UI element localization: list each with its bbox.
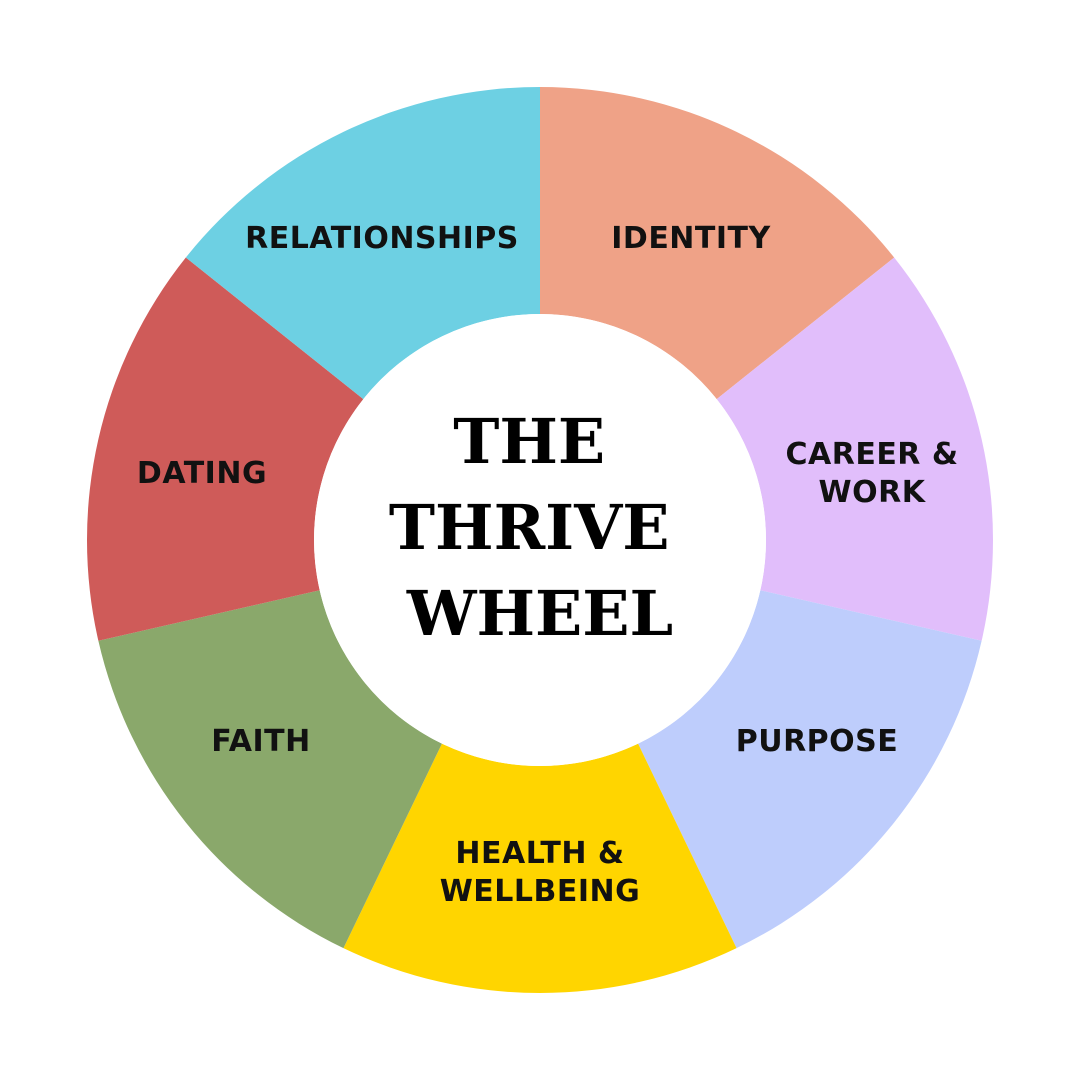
segment-dating (87, 257, 364, 641)
segment-label-line: FAITH (211, 724, 311, 759)
segment-identity (540, 87, 895, 400)
wheel-segments (87, 87, 994, 993)
segment-label-identity: IDENTITY (611, 221, 771, 256)
center-title-line-2: THRIVE (389, 491, 670, 564)
wheel-labels: IDENTITY CAREER &WORK PURPOSE HEALTH &WELLB… (137, 221, 958, 909)
segment-relationships (185, 87, 541, 400)
segment-label-dating: DATING (137, 456, 267, 491)
segment-label-line: RELATIONSHIPS (245, 221, 519, 256)
segment-label-line: WORK (819, 475, 927, 510)
wheel-center-hole (314, 314, 766, 766)
segment-label-line: WELLBEING (440, 874, 641, 909)
segment-label-relationships: RELATIONSHIPS (245, 221, 519, 256)
segment-label-line: PURPOSE (736, 724, 899, 759)
center-title-line-3: WHEEL (406, 577, 673, 650)
segment-label-line: DATING (137, 456, 267, 491)
segment-purpose (638, 590, 982, 949)
segment-label-health: HEALTH &WELLBEING (440, 836, 641, 909)
segment-label-purpose: PURPOSE (736, 724, 899, 759)
center-title: THE THRIVE WHEEL (389, 405, 691, 650)
center-title-line-1: THE (453, 405, 605, 478)
segment-label-line: IDENTITY (611, 221, 771, 256)
segment-faith (98, 590, 442, 949)
segment-label-line: HEALTH & (455, 836, 624, 871)
segment-label-faith: FAITH (211, 724, 311, 759)
segment-label-line: CAREER & (785, 437, 958, 472)
segment-health (343, 743, 737, 993)
segment-label-career-work: CAREER &WORK (785, 437, 958, 510)
segment-career-work (716, 257, 994, 641)
